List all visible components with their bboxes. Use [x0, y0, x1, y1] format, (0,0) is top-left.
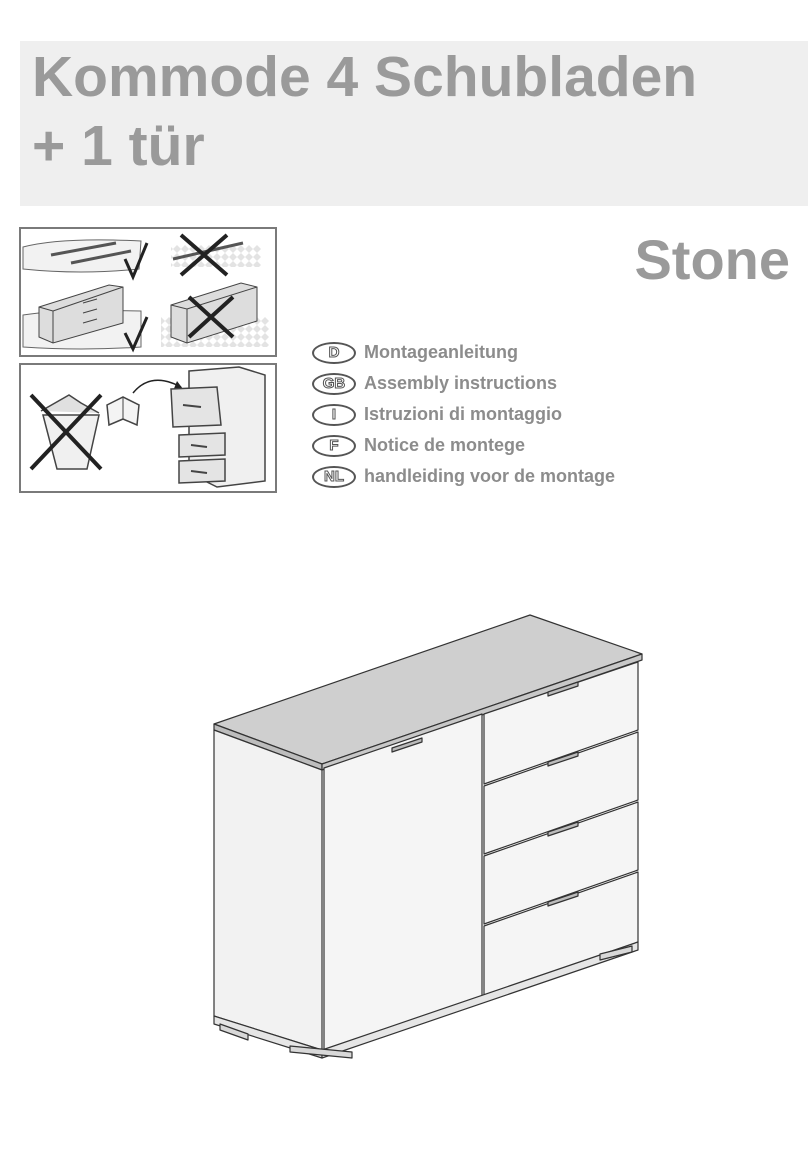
language-code-badge: F [312, 434, 356, 457]
language-label: handleiding voor de montage [364, 466, 616, 486]
language-label: Assembly instructions [364, 373, 558, 393]
language-code-badge: NL [312, 465, 356, 488]
care-illustration [22, 233, 269, 353]
care-instructions-panel [19, 227, 277, 357]
language-label: Istruzioni di montaggio [364, 404, 562, 424]
door-handle [391, 737, 423, 753]
cabinet-shape [38, 284, 124, 344]
packaging-panel [19, 363, 277, 493]
board-shape [70, 249, 132, 265]
page-title-line-1: Kommode 4 Schubladen [32, 45, 698, 109]
drawer-handle [547, 821, 579, 837]
language-label: Montageanleitung [364, 342, 518, 362]
foot [219, 1023, 249, 1041]
language-code-badge: GB [312, 372, 356, 395]
foot [599, 945, 633, 961]
drawer-front-2 [483, 731, 639, 855]
language-row-nl: NL handleiding voor de montage [312, 461, 615, 492]
chest-of-drawers-illustration [213, 614, 643, 1059]
checkmark-icon [123, 242, 149, 281]
language-list: D Montageanleitung GB Assembly instructi… [312, 337, 615, 492]
drawer-front-1 [483, 661, 639, 785]
language-code-badge: I [312, 403, 356, 426]
language-label: Notice de montege [364, 435, 526, 455]
cross-icon [187, 295, 235, 339]
cross-icon [179, 233, 229, 277]
board-shape [50, 241, 117, 257]
cross-icon [29, 393, 103, 471]
language-code-badge: D [312, 341, 356, 364]
drawer-handle [547, 891, 579, 907]
door-panel [323, 713, 483, 1051]
drawer-handle [547, 681, 579, 697]
checkmark-icon [123, 316, 149, 353]
language-row-d: D Montageanleitung [312, 337, 615, 368]
side-panel [213, 729, 323, 1051]
packaging-illustration [29, 366, 266, 488]
product-name: Stone [634, 228, 790, 291]
soft-surface [22, 239, 142, 273]
page-title-line-2: + 1 tür [32, 114, 205, 178]
drawer-handle [547, 751, 579, 767]
drawer-front-3 [483, 801, 639, 925]
language-row-i: I Istruzioni di montaggio [312, 399, 615, 430]
foot [289, 1045, 353, 1059]
language-row-gb: GB Assembly instructions [312, 368, 615, 399]
title-band [20, 41, 808, 206]
language-row-f: F Notice de montege [312, 430, 615, 461]
